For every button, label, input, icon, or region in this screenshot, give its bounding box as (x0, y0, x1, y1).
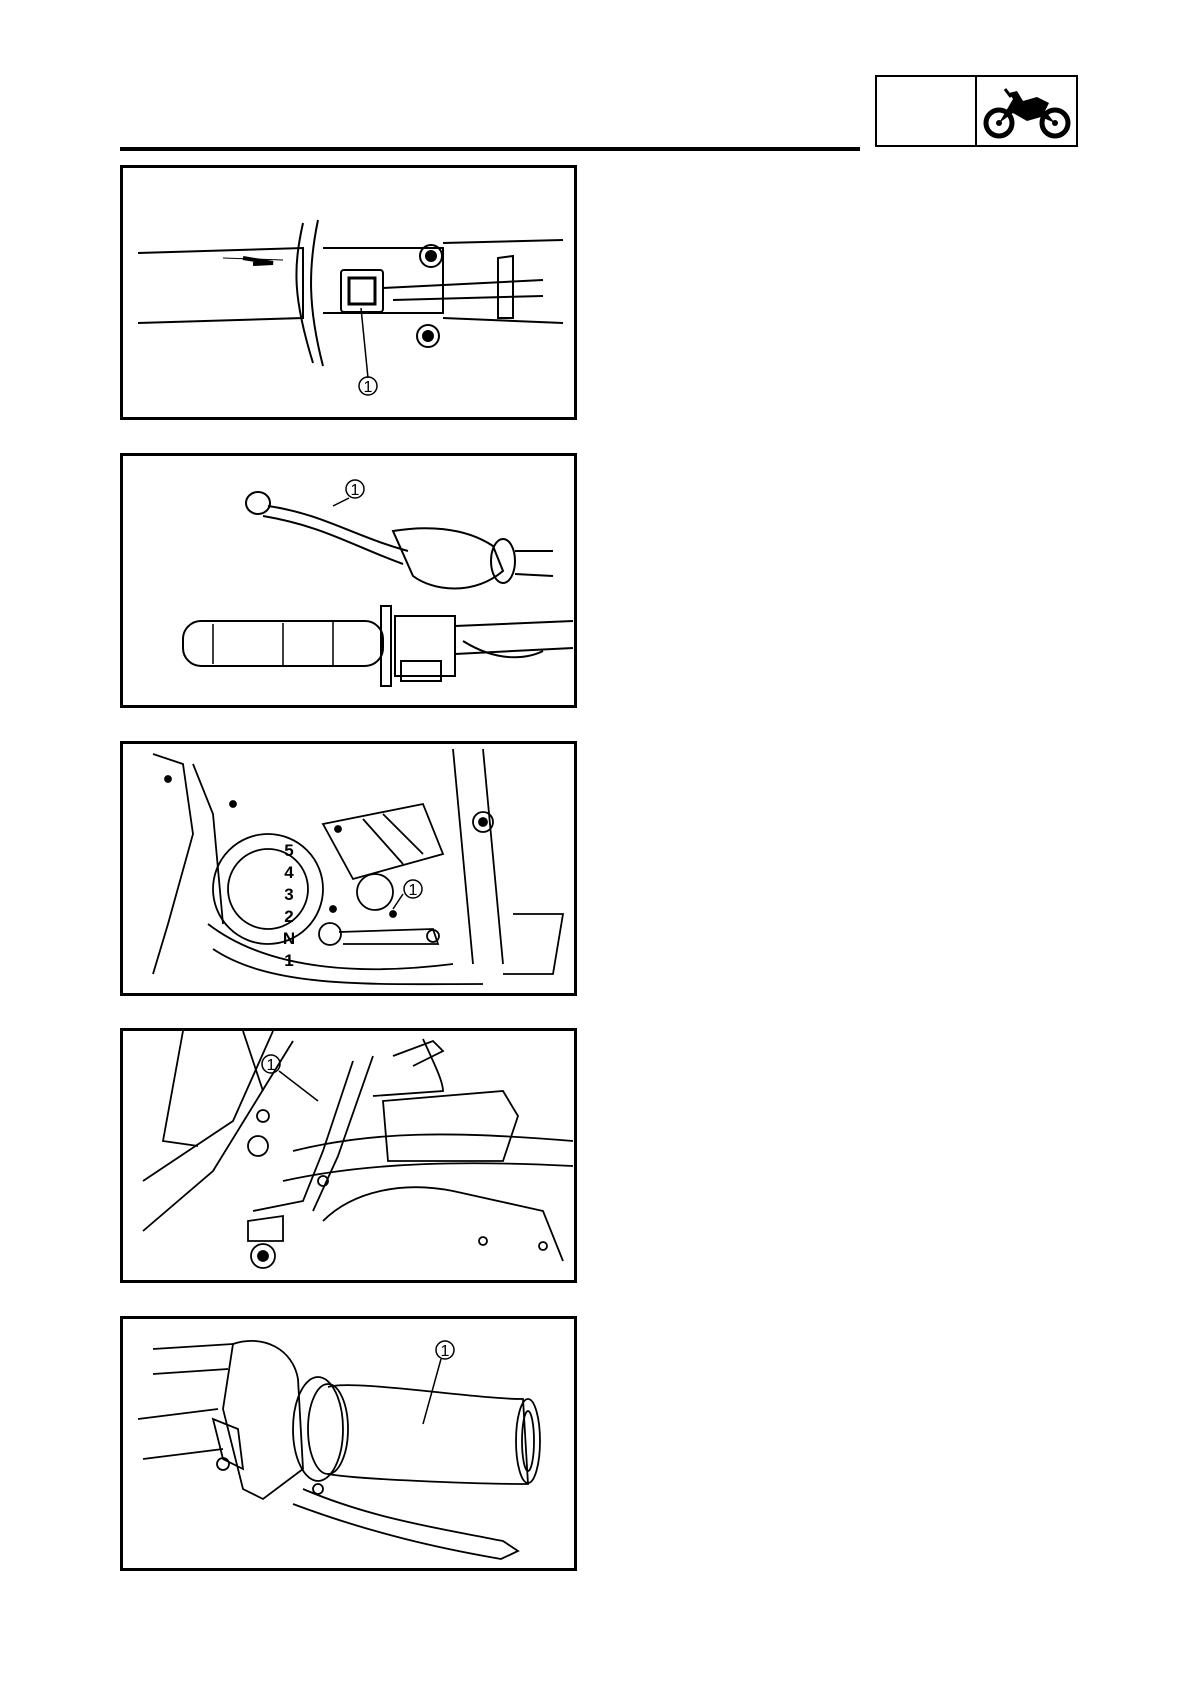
figure-kickstarter: 1 (120, 1028, 577, 1283)
figure-clutch-lever: 1 (120, 453, 577, 708)
figure-shift-pedal: 1 5 4 3 2 N 1 (120, 741, 577, 996)
figure-engine-stop-switch: 1 (120, 165, 577, 420)
gear-position-n: N (283, 929, 295, 948)
callout-1: 1 (441, 1343, 450, 1360)
tab-divider (975, 77, 977, 145)
callout-1: 1 (409, 882, 418, 899)
callout-1: 1 (364, 379, 373, 396)
gear-position-4: 4 (284, 863, 294, 882)
gear-position-5: 5 (284, 841, 293, 860)
gear-position-3: 3 (284, 885, 293, 904)
gear-position-2: 2 (284, 907, 293, 926)
shift-pedal-illustration: 1 5 4 3 2 N 1 (123, 744, 574, 993)
header-rule (120, 147, 860, 151)
throttle-grip-illustration: 1 (123, 1319, 574, 1568)
callout-1: 1 (267, 1057, 276, 1074)
kickstarter-illustration: 1 (123, 1031, 574, 1280)
handlebar-switch-illustration: 1 (123, 168, 574, 417)
figure-throttle-grip: 1 (120, 1316, 577, 1571)
clutch-lever-illustration: 1 (123, 456, 574, 705)
section-tab (875, 75, 1078, 147)
section-code (877, 77, 975, 145)
dirt-bike-icon (983, 83, 1071, 141)
callout-1: 1 (351, 482, 360, 499)
gear-position-1: 1 (284, 951, 293, 970)
